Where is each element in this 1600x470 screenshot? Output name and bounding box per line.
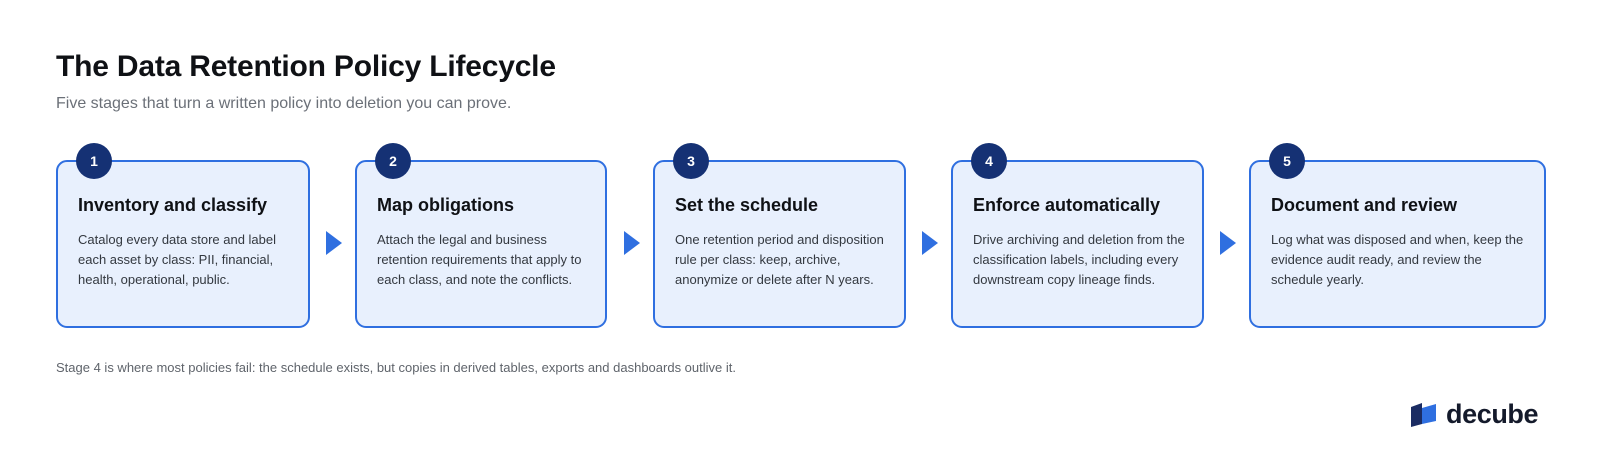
stage-title: Map obligations xyxy=(377,195,514,215)
stage-card-3: 3 Set the schedule One retention period … xyxy=(653,143,906,328)
stage-title: Set the schedule xyxy=(675,195,819,215)
page-subtitle: Five stages that turn a written policy i… xyxy=(56,95,512,112)
triangle-right-icon xyxy=(1220,231,1236,255)
stage-number-badge: 3 xyxy=(673,143,709,179)
stage-title: Enforce automatically xyxy=(973,195,1161,215)
decube-logo-icon xyxy=(1411,403,1436,427)
triangle-right-icon xyxy=(624,231,640,255)
stage-description: One retention period and disposition rul… xyxy=(675,232,884,287)
stage-title: Document and review xyxy=(1271,195,1458,215)
stage-title: Inventory and classify xyxy=(78,195,268,215)
stage-number-badge: 1 xyxy=(76,143,112,179)
stage-number-badge: 5 xyxy=(1269,143,1305,179)
stage-description: Catalog every data store and label each … xyxy=(78,232,277,287)
stage-card-2: 2 Map obligations Attach the legal and b… xyxy=(355,143,607,328)
stage-number-badge: 4 xyxy=(971,143,1007,179)
triangle-right-icon xyxy=(922,231,938,255)
footnote: Stage 4 is where most policies fail: the… xyxy=(56,360,736,375)
stage-card-4: 4 Enforce automatically Drive archiving … xyxy=(951,143,1204,328)
stage-card-1: 1 Inventory and classify Catalog every d… xyxy=(56,143,310,328)
triangle-right-icon xyxy=(326,231,342,255)
brand-name: decube xyxy=(1446,398,1539,429)
page-title: The Data Retention Policy Lifecycle xyxy=(56,50,556,83)
stage-card-5: 5 Document and review Log what was dispo… xyxy=(1249,143,1546,328)
brand: decube xyxy=(1410,398,1539,429)
stage-number-badge: 2 xyxy=(375,143,411,179)
stage-description: Drive archiving and deletion from the cl… xyxy=(973,232,1185,287)
stage-description: Log what was disposed and when, keep the… xyxy=(1271,232,1524,287)
stage-description: Attach the legal and business retention … xyxy=(377,232,582,287)
lifecycle-stages: 1 Inventory and classify Catalog every d… xyxy=(56,143,1546,332)
